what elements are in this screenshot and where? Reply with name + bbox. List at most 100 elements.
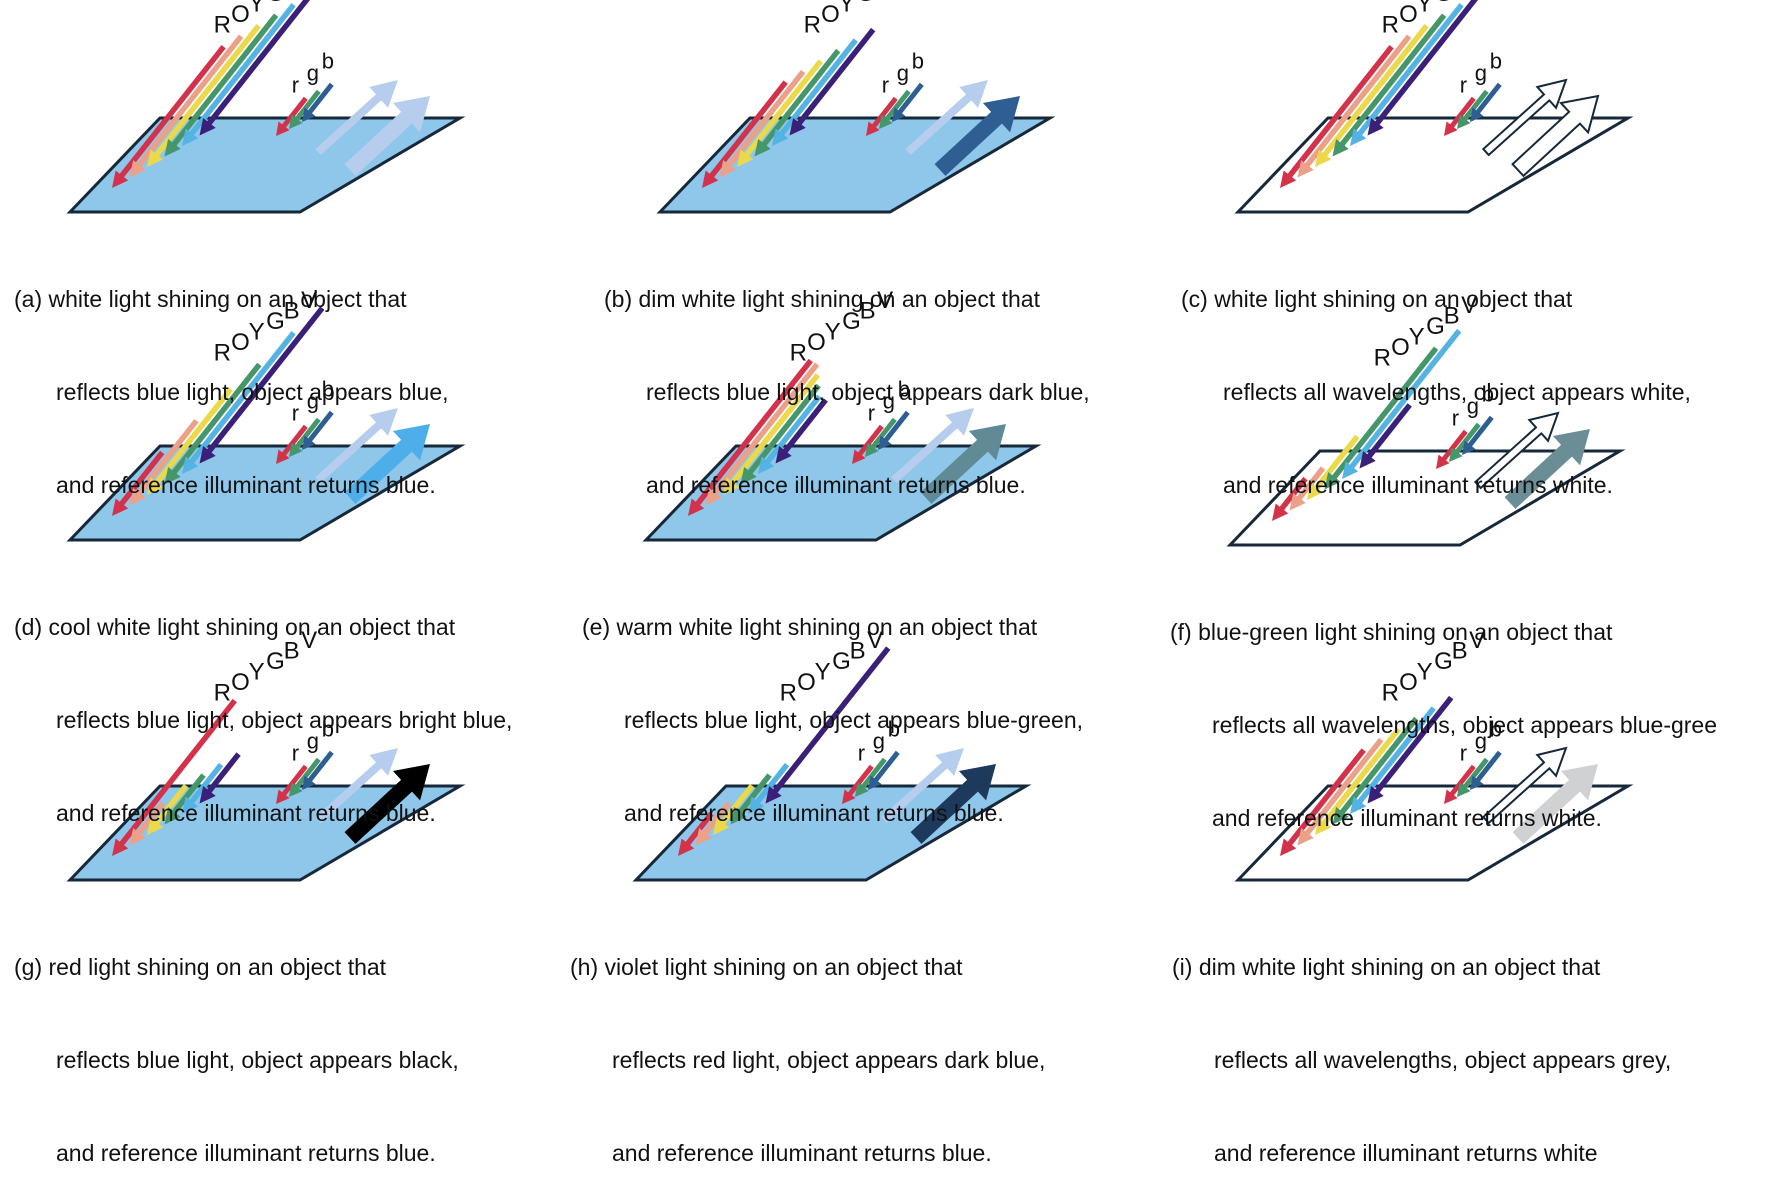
incident-ray-V-head <box>199 117 216 136</box>
light-reflection-figure: ROYGBVrgbROYGBVrgbROYGBVrgbROYGBVrgbROYG… <box>66 0 1634 882</box>
reference-ray-b-shaft <box>896 82 924 115</box>
reference-ray-b <box>1470 750 1502 790</box>
incident-ray-V <box>789 27 876 136</box>
incident-ray-G-shaft <box>171 773 206 816</box>
band-letter-B: B <box>1444 303 1460 330</box>
incident-ray-V-shaft <box>782 398 828 455</box>
incident-ray-R-head <box>688 498 705 516</box>
incident-ray-Y <box>1315 23 1429 167</box>
band-letter-B: B <box>284 638 300 665</box>
band-letter-O: O <box>231 1 250 28</box>
caption-h: (h) violet light shining on an object th… <box>570 954 1046 1166</box>
reference-ray-g <box>855 757 887 797</box>
incident-ray-R-head <box>112 838 129 856</box>
incident-ray-G-head <box>1332 806 1349 825</box>
incident-ray-B-head <box>1350 128 1367 146</box>
incident-ray-Y-head <box>1315 149 1332 167</box>
incident-ray-R-head <box>1272 503 1289 521</box>
reference-ray-b-shaft <box>306 82 334 115</box>
reference-letter-b: b <box>912 48 924 73</box>
reference-ray-b <box>1462 415 1494 455</box>
reference-letter-g: g <box>873 728 885 753</box>
incident-ray-Y <box>713 783 755 835</box>
incident-ray-O-head <box>705 487 722 506</box>
reference-ray-b-head <box>878 435 892 450</box>
incident-ray-O-head <box>1297 827 1314 846</box>
reference-ray-b-shaft <box>1466 415 1494 448</box>
reference-letter-b: b <box>322 48 334 73</box>
reference-ray-r-head <box>276 121 290 136</box>
band-letter-V: V <box>301 287 317 314</box>
band-letter-V: V <box>867 627 883 654</box>
caption-c: (c) white light shining on an object tha… <box>1181 286 1691 498</box>
caption-a: (a) white light shining on an object tha… <box>14 286 449 498</box>
reference-ray-b <box>868 750 900 790</box>
reference-ray-r <box>276 764 308 804</box>
incident-ray-G-head <box>754 138 771 157</box>
incident-ray-V-shaft <box>796 27 876 127</box>
reference-letter-g: g <box>307 388 319 413</box>
band-letter-R: R <box>1382 680 1399 707</box>
incident-ray-V-head <box>199 445 216 464</box>
reference-ray-g-head <box>1457 114 1471 129</box>
reference-ray-g <box>289 757 321 797</box>
incident-ray-V-head <box>199 785 216 804</box>
reference-letter-r: r <box>858 740 865 765</box>
band-letter-V: V <box>877 287 893 314</box>
band-letter-R: R <box>214 680 231 707</box>
incident-ray-G-head <box>164 138 181 157</box>
incident-ray-V-head <box>775 445 792 464</box>
incident-ray-O-shaft <box>712 362 820 497</box>
reference-ray-r-head <box>852 449 866 464</box>
incident-ray-B <box>758 394 822 474</box>
reference-ray-b-head <box>302 107 316 122</box>
reference-ray-g-head <box>879 114 893 129</box>
band-letter-G: G <box>266 308 285 335</box>
incident-ray-R-head <box>112 170 129 188</box>
reference-return-arrow <box>1481 78 1568 157</box>
incident-ray-Y-head <box>1307 482 1324 500</box>
reference-ray-r-head <box>866 121 880 136</box>
reference-letter-b: b <box>898 376 910 401</box>
incident-ray-V <box>1359 403 1412 469</box>
incident-ray-B-head <box>1342 461 1359 479</box>
band-letter-G: G <box>832 648 851 675</box>
incident-ray-O-shaft <box>136 419 199 497</box>
incident-ray-Y-head <box>713 817 730 835</box>
incident-ray-B-head <box>182 796 199 814</box>
incident-ray-Y-shaft <box>153 783 189 826</box>
reference-ray-b <box>892 82 924 122</box>
reference-letter-g: g <box>307 728 319 753</box>
reference-return-arrow <box>315 748 398 823</box>
incident-ray-R-head <box>1280 170 1297 188</box>
reference-ray-g-head <box>1457 782 1471 797</box>
incident-ray-V-shaft <box>206 0 311 127</box>
incident-ray-O-head <box>129 487 146 506</box>
reference-ray-b-shaft <box>882 410 910 443</box>
incident-ray-Y-head <box>737 149 754 167</box>
band-letter-R: R <box>1374 345 1391 372</box>
band-letter-R: R <box>790 340 807 367</box>
incident-ray-V-shaft <box>1374 695 1454 795</box>
incident-ray-G-shaft <box>171 13 279 148</box>
incident-ray-R-head <box>702 170 719 188</box>
reference-letter-b: b <box>1490 48 1502 73</box>
reference-ray-g <box>1457 757 1489 797</box>
incident-ray-V-shaft <box>772 646 891 795</box>
reference-ray-r-shaft <box>870 96 898 129</box>
incident-ray-R-head <box>678 838 695 856</box>
reference-ray-g-head <box>855 782 869 797</box>
reference-ray-b-shaft <box>1474 82 1502 115</box>
reference-ray-r-shaft <box>1448 764 1476 797</box>
reference-letter-r: r <box>868 400 875 425</box>
band-letter-Y: Y <box>825 319 841 346</box>
caption-f: (f) blue-green light shining on an objec… <box>1170 619 1718 831</box>
incident-ray-Y-shaft <box>729 373 821 486</box>
reference-ray-g-shaft <box>883 89 911 122</box>
band-letter-V: V <box>1469 627 1485 654</box>
